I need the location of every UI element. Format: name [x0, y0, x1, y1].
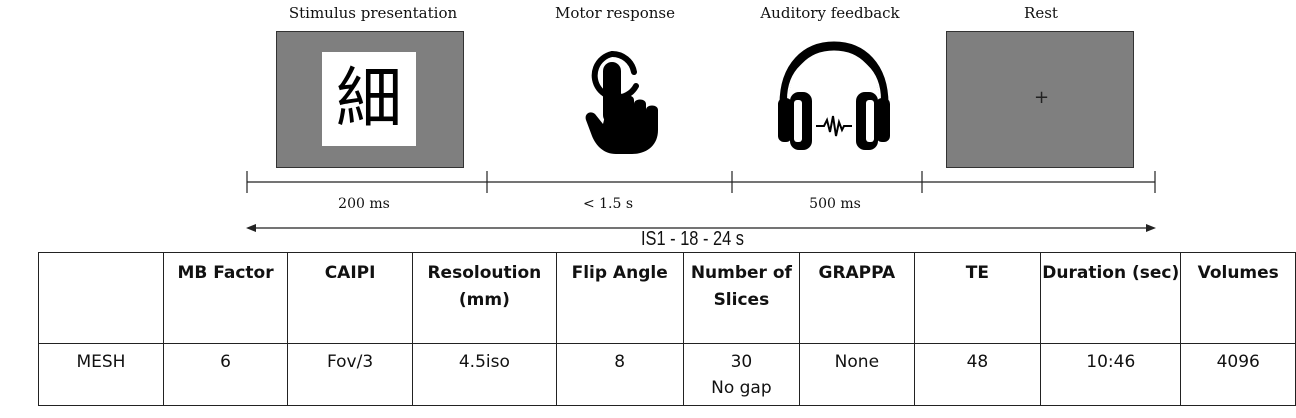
- cell-resolution: 4.5iso: [412, 343, 557, 406]
- header-number-of-slices: Number of Slices: [682, 252, 801, 344]
- header-duration: Duration (sec): [1040, 252, 1182, 344]
- stimulus-card: 細: [322, 52, 416, 146]
- isi-arrowhead-right: [1146, 224, 1156, 232]
- header-cell: [38, 252, 164, 344]
- fixation-cross: +: [1034, 87, 1050, 108]
- header-flip-angle: Flip Angle: [555, 252, 684, 344]
- stage-label-stimulus: Stimulus presentation: [288, 4, 458, 22]
- header-caipi: CAIPI: [287, 252, 414, 344]
- duration-auditory: 500 ms: [809, 196, 861, 212]
- cell-number-of-slices: 30 No gap: [682, 343, 801, 406]
- cell-caipi: Fov/3: [287, 343, 414, 406]
- cell-volumes: 4096: [1180, 343, 1296, 406]
- duration-stimulus: 200 ms: [338, 196, 390, 212]
- isi-arrowhead-left: [246, 224, 256, 232]
- duration-motor: < 1.5 s: [582, 196, 634, 212]
- header-volumes: Volumes: [1180, 252, 1296, 344]
- timeline: [246, 171, 1156, 232]
- stage-label-auditory: Auditory feedback: [760, 4, 900, 22]
- stimulus-character: 細: [336, 60, 402, 137]
- header-resolution: Resoloution (mm): [412, 252, 557, 344]
- cell-flip-angle: 8: [555, 343, 684, 406]
- scan-parameters-table: MB Factor CAIPI Resoloution (mm) Flip An…: [38, 252, 1296, 406]
- cell-duration: 10:46: [1040, 343, 1182, 406]
- header-te: TE: [913, 252, 1042, 344]
- finger-press-icon: [585, 50, 658, 154]
- header-mb-factor: MB Factor: [162, 252, 289, 344]
- table-row: MESH 6 Fov/3 4.5iso 8 30 No gap None 48 …: [38, 343, 1296, 406]
- rest-panel: [946, 31, 1134, 168]
- cell-te: 48: [913, 343, 1042, 406]
- stage-label-rest: Rest: [1024, 4, 1058, 22]
- cell-sequence: MESH: [38, 343, 164, 406]
- table-header-row: MB Factor CAIPI Resoloution (mm) Flip An…: [38, 252, 1296, 344]
- cell-grappa: None: [799, 343, 915, 406]
- header-grappa: GRAPPA: [799, 252, 915, 344]
- stage-label-motor: Motor response: [555, 4, 675, 22]
- headphones-icon: [778, 41, 890, 150]
- cell-mb-factor: 6: [162, 343, 289, 406]
- isi-label: IS1 - 18 - 24 s: [641, 228, 745, 250]
